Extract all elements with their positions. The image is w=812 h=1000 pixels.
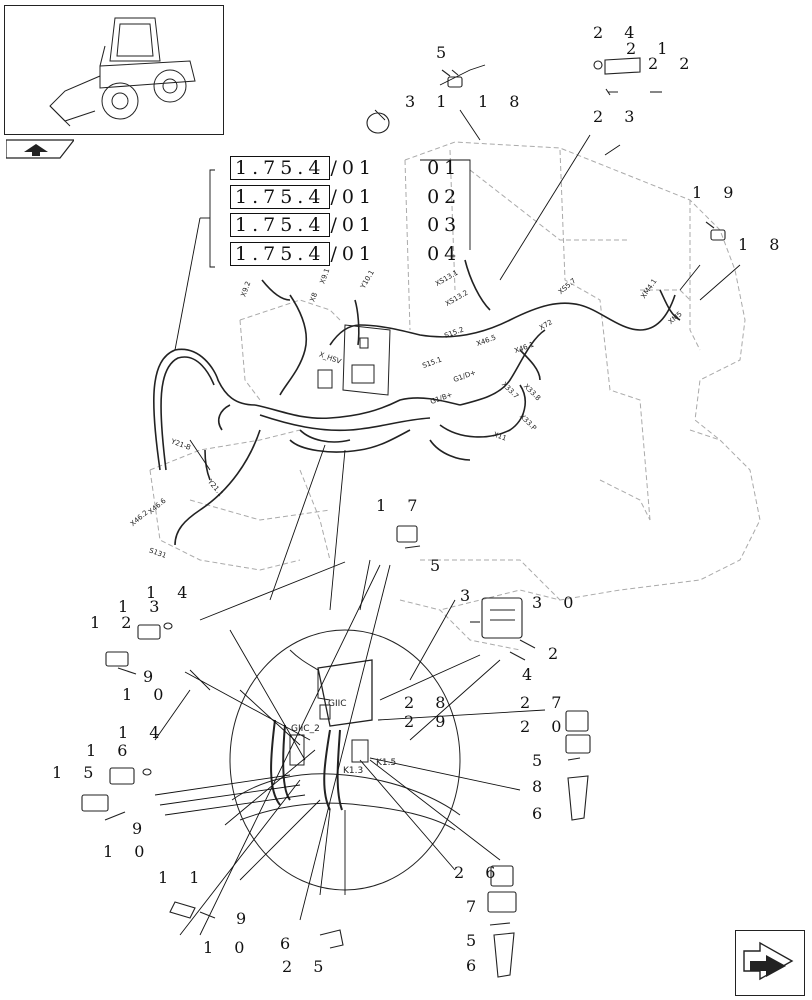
callout-number: 7 [466, 897, 485, 916]
reference-code: 1.75.4 [230, 185, 331, 209]
callout-number: 1 4 [118, 723, 168, 742]
detail-circle [229, 629, 461, 891]
callout-number: 5 [436, 43, 455, 62]
wheel-loader-thumbnail [4, 5, 224, 135]
callout-number: 2 6 [454, 863, 504, 882]
connector-label: K1.3 [343, 766, 364, 776]
connector-label: GIIC_2 [291, 724, 320, 734]
connector-label: GIIC [328, 699, 347, 709]
callout-number: 1 6 [86, 741, 136, 760]
callout-number: 2 0 [520, 717, 570, 736]
reference-code: 1.75.4 [230, 242, 331, 266]
callout-number: 1 9 [692, 183, 742, 202]
main-harness [152, 259, 681, 546]
reference-row-2[interactable]: 1.75.4/01 02 [230, 185, 662, 209]
callout-number: 9 [132, 819, 151, 838]
callout-number: 1 4 [146, 583, 196, 602]
callout-number: 2 1 [626, 39, 676, 58]
callout-number: 1 8 [738, 235, 788, 254]
callout-number: 6 [280, 934, 299, 953]
callout-number: 2 2 [648, 54, 698, 73]
callout-number: 5 [466, 931, 485, 950]
callout-number: 8 [532, 777, 551, 796]
reference-row-4[interactable]: 1.75.4/01 04 [230, 242, 662, 266]
connector-label: K1.5 [376, 758, 397, 768]
callout-number: 1 7 [376, 496, 426, 515]
callout-number: 1 1 [158, 868, 208, 887]
reference-suffix: /01 [330, 186, 377, 208]
reference-code: 1.75.4 [230, 213, 331, 237]
reference-suffix: /01 [330, 214, 377, 236]
reference-page: 02 [427, 186, 462, 208]
reference-page: 01 [427, 157, 462, 179]
callout-number: 1 5 [52, 763, 102, 782]
callout-number: 1 3 [118, 597, 168, 616]
fuse-relay-plate [317, 324, 391, 396]
callout-number: 1 8 [478, 92, 528, 111]
callout-number: 5 [430, 556, 449, 575]
page-tab-icon[interactable] [5, 138, 76, 160]
reference-suffix: /01 [330, 243, 377, 265]
next-page-arrow-icon [743, 941, 794, 981]
callout-number: 2 [548, 644, 567, 663]
callout-number: 2 7 [520, 693, 570, 712]
callout-number: 3 1 [405, 92, 455, 111]
callout-number: 9 [236, 909, 255, 928]
callout-number: 9 [143, 667, 162, 686]
exploded-parts [81, 57, 726, 978]
reference-page: 04 [427, 243, 462, 265]
reference-code: 1.75.4 [230, 156, 331, 180]
callout-number: 1 0 [203, 938, 253, 957]
leader-lines [154, 64, 741, 936]
callout-number: 5 [532, 751, 551, 770]
callout-number: 2 3 [593, 107, 643, 126]
callout-number: 2 8 [404, 693, 454, 712]
callout-number: 1 0 [103, 842, 153, 861]
callout-number: 2 4 [593, 23, 643, 42]
machine-frame-outline [149, 141, 761, 651]
callout-number: 6 [532, 804, 551, 823]
callout-number: 1 2 [90, 613, 140, 632]
next-page-button[interactable] [735, 930, 805, 996]
wheel-loader-thumbnail-icon [49, 17, 196, 127]
reference-suffix: /01 [330, 157, 377, 179]
callout-number: 4 [522, 665, 541, 684]
reference-page: 03 [427, 214, 462, 236]
callout-number: 1 0 [122, 685, 172, 704]
callout-number: 3 [460, 586, 479, 605]
callout-number: 2 9 [404, 712, 454, 731]
callout-number: 3 0 [532, 593, 582, 612]
callout-number: 2 5 [282, 957, 332, 976]
reference-row-3[interactable]: 1.75.4/01 03 [230, 213, 662, 237]
reference-row-1[interactable]: 1.75.4/01 01 [230, 156, 662, 180]
callout-number: 6 [466, 956, 485, 975]
